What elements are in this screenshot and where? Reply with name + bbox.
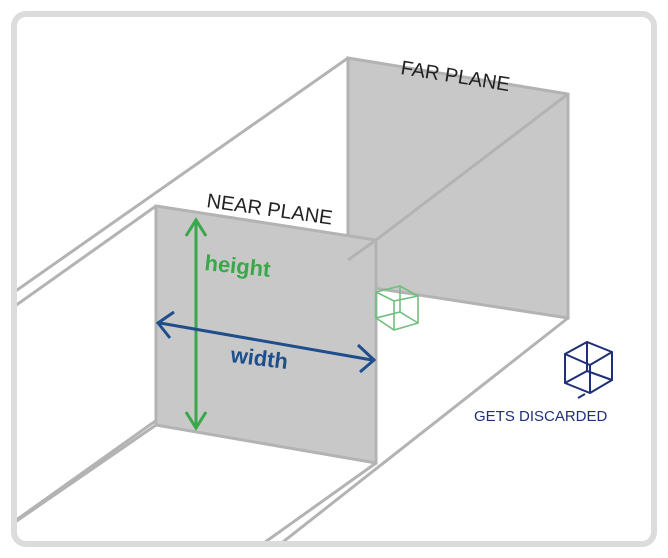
near-edge-bottom-right [239,461,377,541]
discarded-cube-icon [564,340,613,399]
frustum-edge-top-right [375,92,569,242]
inside-cube-icon [375,285,419,331]
frustum-edge-bottom-right [259,316,569,541]
height-arrow [184,217,208,431]
discarded-label: GETS DISCARDED [474,408,608,425]
far-plane [346,56,570,320]
near-edge-top-left [17,204,157,347]
near-edge-bottom-left [17,423,157,541]
near-edge-top-right [347,238,377,262]
width-arrow [155,310,377,374]
near-plane [154,204,378,465]
frustum-edge-top-left [17,56,349,332]
